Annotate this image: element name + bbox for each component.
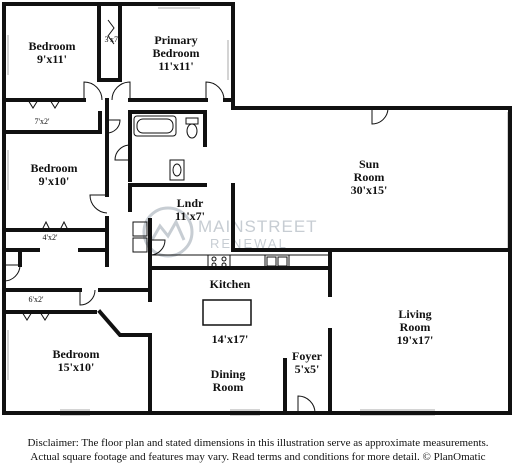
door-arc-icon [371,107,389,125]
disclaimer: Disclaimer: The floor plan and stated di… [0,436,516,464]
room-dimension: 9'x10' [39,174,70,188]
door-arc-icon [149,239,166,256]
room-name: Foyer [292,349,323,363]
room-name: Bedroom [52,347,99,361]
room-dining-room: Dining Room [211,367,246,394]
room-laundry: Lndr 11'x7' [175,196,205,223]
watermark-logo-icon [142,206,194,258]
closet-dimension-c: 6'x2' [29,295,44,304]
door-arc-icon [83,81,103,101]
room-dimension: 11'x11' [158,59,193,73]
door-arc-icon [106,119,121,134]
room-name: Room [354,170,385,184]
watermark-line2: RENEWAL [210,236,288,251]
closet-dimension-primary: 3'x7' [105,35,120,44]
fixtures [132,115,330,269]
room-name: Bedroom [152,46,199,60]
toilet-icon [185,117,199,139]
room-name: Sun [359,157,379,171]
door-arc-icon [114,144,131,161]
room-name: Kitchen [210,277,251,291]
closet-dimension-b: 4'x2' [43,233,58,242]
room-bedroom-nw: Bedroom 9'x11' [28,39,75,66]
room-dimension: 9'x11' [37,52,67,66]
room-dimension: 19'x17' [397,333,434,347]
kitchen-sink-icon [264,254,290,269]
room-living-room: Living Room 19'x17' [397,307,434,347]
room-bedroom-sw: Bedroom 15'x10' [52,347,99,374]
disclaimer-line-1: Disclaimer: The floor plan and stated di… [27,437,489,449]
walls [2,2,512,415]
door-arc-icon [79,289,96,306]
dryer-icon [132,237,148,253]
room-kitchen: Kitchen 14'x17' [210,277,251,346]
watermark: MAINSTREET RENEWAL [142,206,318,258]
room-name: Lndr [177,196,204,210]
sink-icon [169,159,185,181]
door-arc-icon [111,81,131,101]
closet-dimension-a: 7'x2' [35,117,50,126]
room-name: Living [398,307,431,321]
room-dimension: 11'x7' [175,209,205,223]
room-name: Dining [211,367,246,381]
room-dimension: 30'x15' [351,183,388,197]
room-name: Bedroom [28,39,75,53]
room-name: Bedroom [30,161,77,175]
room-name: Room [400,320,431,334]
disclaimer-line-2: Actual square footage and features may v… [30,451,486,463]
kitchen-island [202,299,252,326]
door-arc-icon [89,194,108,214]
room-dimension: 5'x5' [295,362,320,376]
doors [3,19,389,414]
bathtub-icon [133,115,177,137]
room-foyer: Foyer 5'x5' [292,349,323,376]
door-arc-icon [297,395,316,414]
room-primary-bedroom: Primary Bedroom 11'x11' [152,33,199,73]
room-sun-room: Sun Room 30'x15' [351,157,388,197]
watermark-line1: MAINSTREET [198,217,318,236]
room-name: Room [213,380,244,394]
floor-plan: MAINSTREET RENEWAL [2,2,512,416]
washer-icon [132,221,148,237]
door-arc-icon [3,264,21,282]
room-dimension: 15'x10' [58,360,95,374]
door-arc-icon [205,81,225,101]
room-name: Primary [154,33,197,47]
room-bedroom-w: Bedroom 9'x10' [30,161,77,188]
room-dimension: 14'x17' [212,332,249,346]
